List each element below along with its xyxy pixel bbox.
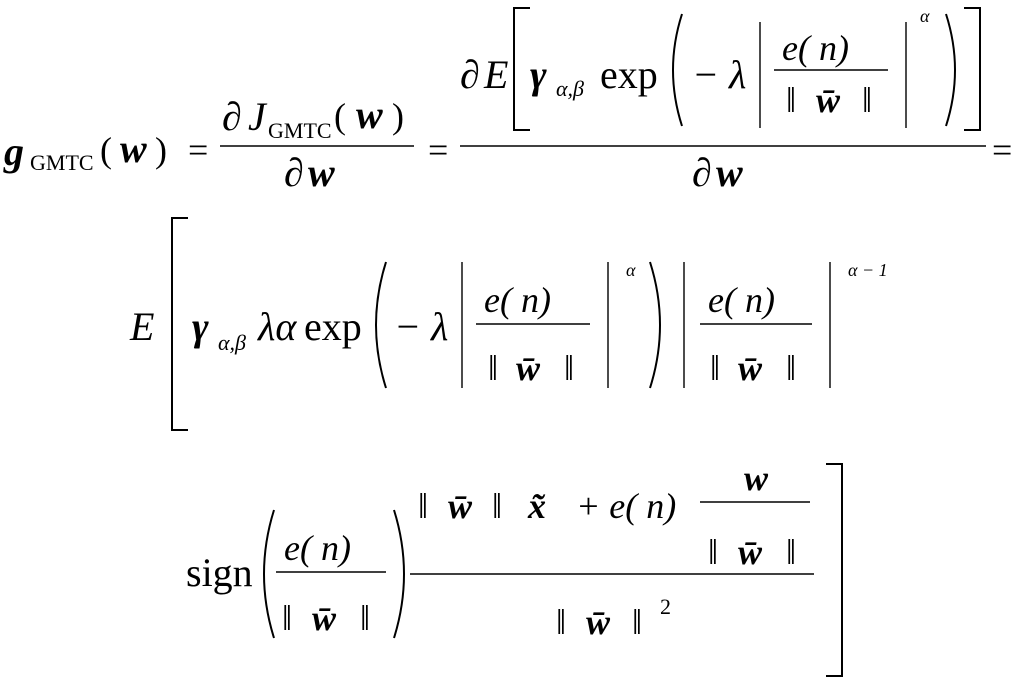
frac1-num-w: w bbox=[356, 92, 383, 137]
line3-sign-den-w: w̄ bbox=[312, 598, 337, 638]
line2-E: E bbox=[129, 304, 154, 349]
frac2-right-paren bbox=[945, 13, 956, 127]
line3-den-norm-right: ‖ bbox=[632, 602, 642, 642]
frac2-num-gamma: γ bbox=[530, 52, 547, 97]
line2-inner1-den-w: w̄ bbox=[516, 348, 541, 388]
frac2-power-alpha: α bbox=[920, 6, 930, 26]
line2-power1-alpha: α bbox=[626, 260, 636, 280]
line3-num-x-tilde: x̃ bbox=[527, 486, 546, 526]
equals-sign-2: = bbox=[428, 130, 448, 170]
line2-inner1-num: e( n) bbox=[484, 280, 551, 320]
frac2-num-exp: exp bbox=[600, 52, 658, 97]
lhs-gmtc-subscript: GMTC bbox=[30, 150, 94, 175]
frac1-num-partial: ∂ bbox=[222, 94, 242, 139]
frac1-num-close-paren: ) bbox=[392, 96, 404, 136]
line2-left-bracket bbox=[171, 217, 188, 431]
frac2-left-bracket bbox=[513, 7, 530, 131]
line3-sign-num: e( n) bbox=[284, 528, 351, 568]
frac1-num-open-paren: ( bbox=[334, 96, 346, 136]
line2-inner2-den-w: w̄ bbox=[738, 348, 763, 388]
line3-den-norm-left: ‖ bbox=[556, 602, 566, 642]
line2-minus-lambda: − λ bbox=[394, 304, 448, 349]
frac2-right-bracket bbox=[964, 7, 981, 131]
line3-right-bracket bbox=[826, 463, 843, 677]
frac2-inner-den-w: w̄ bbox=[816, 80, 841, 120]
frac2-num-gamma-subscript: α,β bbox=[556, 76, 584, 101]
equation-line-1: g GMTC ( w ) = ∂ J GMTC ( w ) ∂ w = ∂ E … bbox=[3, 6, 1012, 195]
frac1-num-gmtc-subscript: GMTC bbox=[268, 118, 332, 143]
line3-num-w: w̄ bbox=[448, 486, 473, 526]
line2-power2-alpha-minus-1: α − 1 bbox=[848, 260, 888, 280]
frac2-inner-num: e( n) bbox=[782, 28, 849, 68]
lhs-close-paren: ) bbox=[155, 130, 167, 170]
line2-inner2-den-norm-right: ‖ bbox=[786, 348, 796, 388]
line3-sign: sign bbox=[186, 550, 253, 595]
frac2-num-minus-lambda: − λ bbox=[692, 52, 746, 97]
line3-num-plus-e: + e( n) bbox=[576, 486, 676, 526]
line2-gamma: γ bbox=[192, 304, 209, 349]
line3-right-paren bbox=[393, 509, 405, 639]
line3-num-norm-right: ‖ bbox=[492, 486, 502, 526]
line3-left-paren bbox=[263, 509, 275, 639]
line3-small-frac-den-w: w̄ bbox=[738, 532, 763, 572]
line3-sign-den-norm-left: ‖ bbox=[282, 598, 292, 638]
line2-inner2-den-norm-left: ‖ bbox=[710, 348, 720, 388]
frac2-num-E: E bbox=[483, 52, 508, 97]
lhs-open-paren: ( bbox=[100, 130, 112, 170]
frac1-num-J: J bbox=[248, 94, 268, 139]
frac2-den-w: w bbox=[716, 150, 743, 195]
equals-sign-3: = bbox=[992, 130, 1012, 170]
line2-exp: exp bbox=[304, 304, 362, 349]
line3-sign-den-norm-right: ‖ bbox=[360, 598, 370, 638]
line3-num-norm-left: ‖ bbox=[418, 486, 428, 526]
frac1-den-partial: ∂ bbox=[284, 150, 304, 195]
equation-line-2: E γ α,β λα exp − λ e( n) ‖ w̄ ‖ α e( n) … bbox=[129, 217, 888, 431]
frac2-inner-den-norm-right: ‖ bbox=[862, 80, 872, 120]
line3-den-w: w̄ bbox=[586, 602, 611, 642]
frac2-inner-den-norm-left: ‖ bbox=[786, 80, 796, 120]
frac2-den-partial: ∂ bbox=[692, 150, 712, 195]
equals-sign-1: = bbox=[188, 130, 208, 170]
lhs-w-symbol: w bbox=[120, 126, 147, 171]
line2-right-paren bbox=[649, 261, 661, 389]
line2-gamma-subscript: α,β bbox=[218, 330, 246, 355]
line2-lambda-alpha: λα bbox=[257, 304, 297, 349]
line2-left-paren bbox=[375, 261, 387, 389]
line3-den-power-2: 2 bbox=[660, 594, 671, 619]
frac1-den-w: w bbox=[308, 150, 335, 195]
line2-inner1-den-norm-right: ‖ bbox=[564, 348, 574, 388]
line3-small-frac-den-norm-left: ‖ bbox=[708, 532, 718, 572]
line2-inner1-den-norm-left: ‖ bbox=[488, 348, 498, 388]
frac2-left-paren bbox=[672, 13, 683, 127]
frac2-num-partial: ∂ bbox=[460, 52, 480, 97]
line3-small-frac-num-w: w bbox=[744, 458, 769, 498]
lhs-g-symbol: g bbox=[3, 129, 24, 174]
line2-inner2-num: e( n) bbox=[708, 280, 775, 320]
line3-small-frac-den-norm-right: ‖ bbox=[786, 532, 796, 572]
equation-line-3: sign e( n) ‖ w̄ ‖ ‖ w̄ ‖ x̃ + e( n) w ‖ … bbox=[186, 458, 843, 677]
